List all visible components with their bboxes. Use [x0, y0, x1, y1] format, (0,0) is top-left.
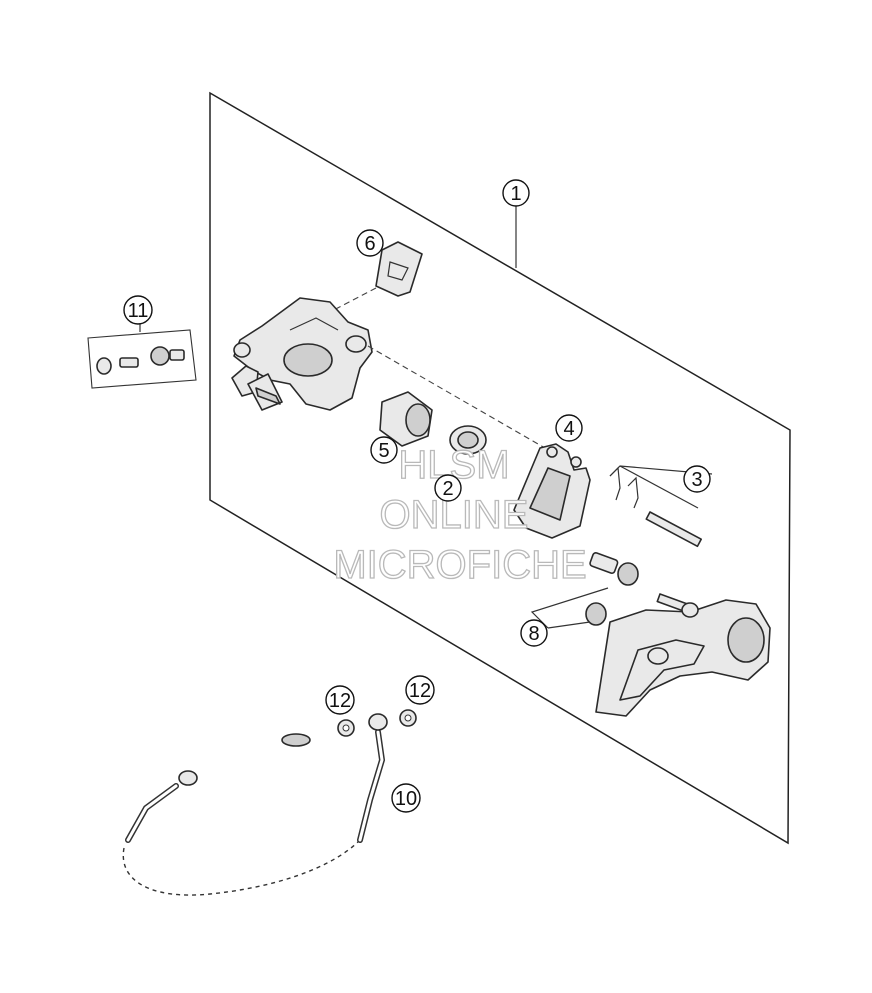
part-piston: [379, 391, 433, 447]
dash-6: [329, 287, 377, 313]
callout-2[interactable]: 2: [434, 474, 462, 502]
callout-6-label: 6: [364, 233, 375, 255]
leader-8b: [547, 621, 591, 629]
watermark: HLSM ONLINE MICROFICHE: [333, 442, 588, 587]
part-pad-spring: [375, 241, 423, 297]
callout-10-label: 10: [395, 788, 417, 810]
part-slide-pins: [585, 552, 689, 626]
callout-10[interactable]: 10: [391, 783, 421, 813]
callout-11-label: 11: [128, 300, 149, 322]
callout-12-right-label: 12: [409, 680, 431, 702]
callout-4[interactable]: 4: [555, 414, 583, 442]
callout-5[interactable]: 5: [370, 436, 398, 464]
part-piston-seal: [449, 425, 487, 455]
leader-3b: [619, 465, 699, 509]
part-washers: [337, 709, 417, 737]
callout-5-label: 5: [378, 440, 389, 462]
part-bleeder-set: [87, 329, 197, 389]
callout-12-left[interactable]: 12: [325, 685, 355, 715]
part-caliper-body: [231, 297, 373, 411]
callout-8-label: 8: [528, 623, 539, 645]
callout-1-label: 1: [510, 183, 521, 205]
assembly-boundary: [209, 91, 791, 845]
part-brake-hose: [122, 713, 388, 896]
callout-12-left-label: 12: [329, 690, 351, 712]
part-caliper-bracket: [595, 599, 771, 717]
callout-3[interactable]: 3: [683, 465, 711, 493]
callout-11[interactable]: 11: [123, 295, 153, 325]
watermark-line3: MICROFICHE: [333, 543, 586, 587]
callout-2-label: 2: [442, 478, 453, 500]
callout-8[interactable]: 8: [520, 619, 548, 647]
part-pad-pin-clips: [609, 466, 703, 548]
callout-6[interactable]: 6: [356, 229, 384, 257]
callout-3-label: 3: [691, 469, 702, 491]
callout-4-label: 4: [563, 418, 574, 440]
part-brake-pads: [513, 443, 591, 539]
callout-1[interactable]: 1: [502, 179, 530, 207]
callout-12-right[interactable]: 12: [405, 675, 435, 705]
dash-axis: [367, 345, 546, 449]
